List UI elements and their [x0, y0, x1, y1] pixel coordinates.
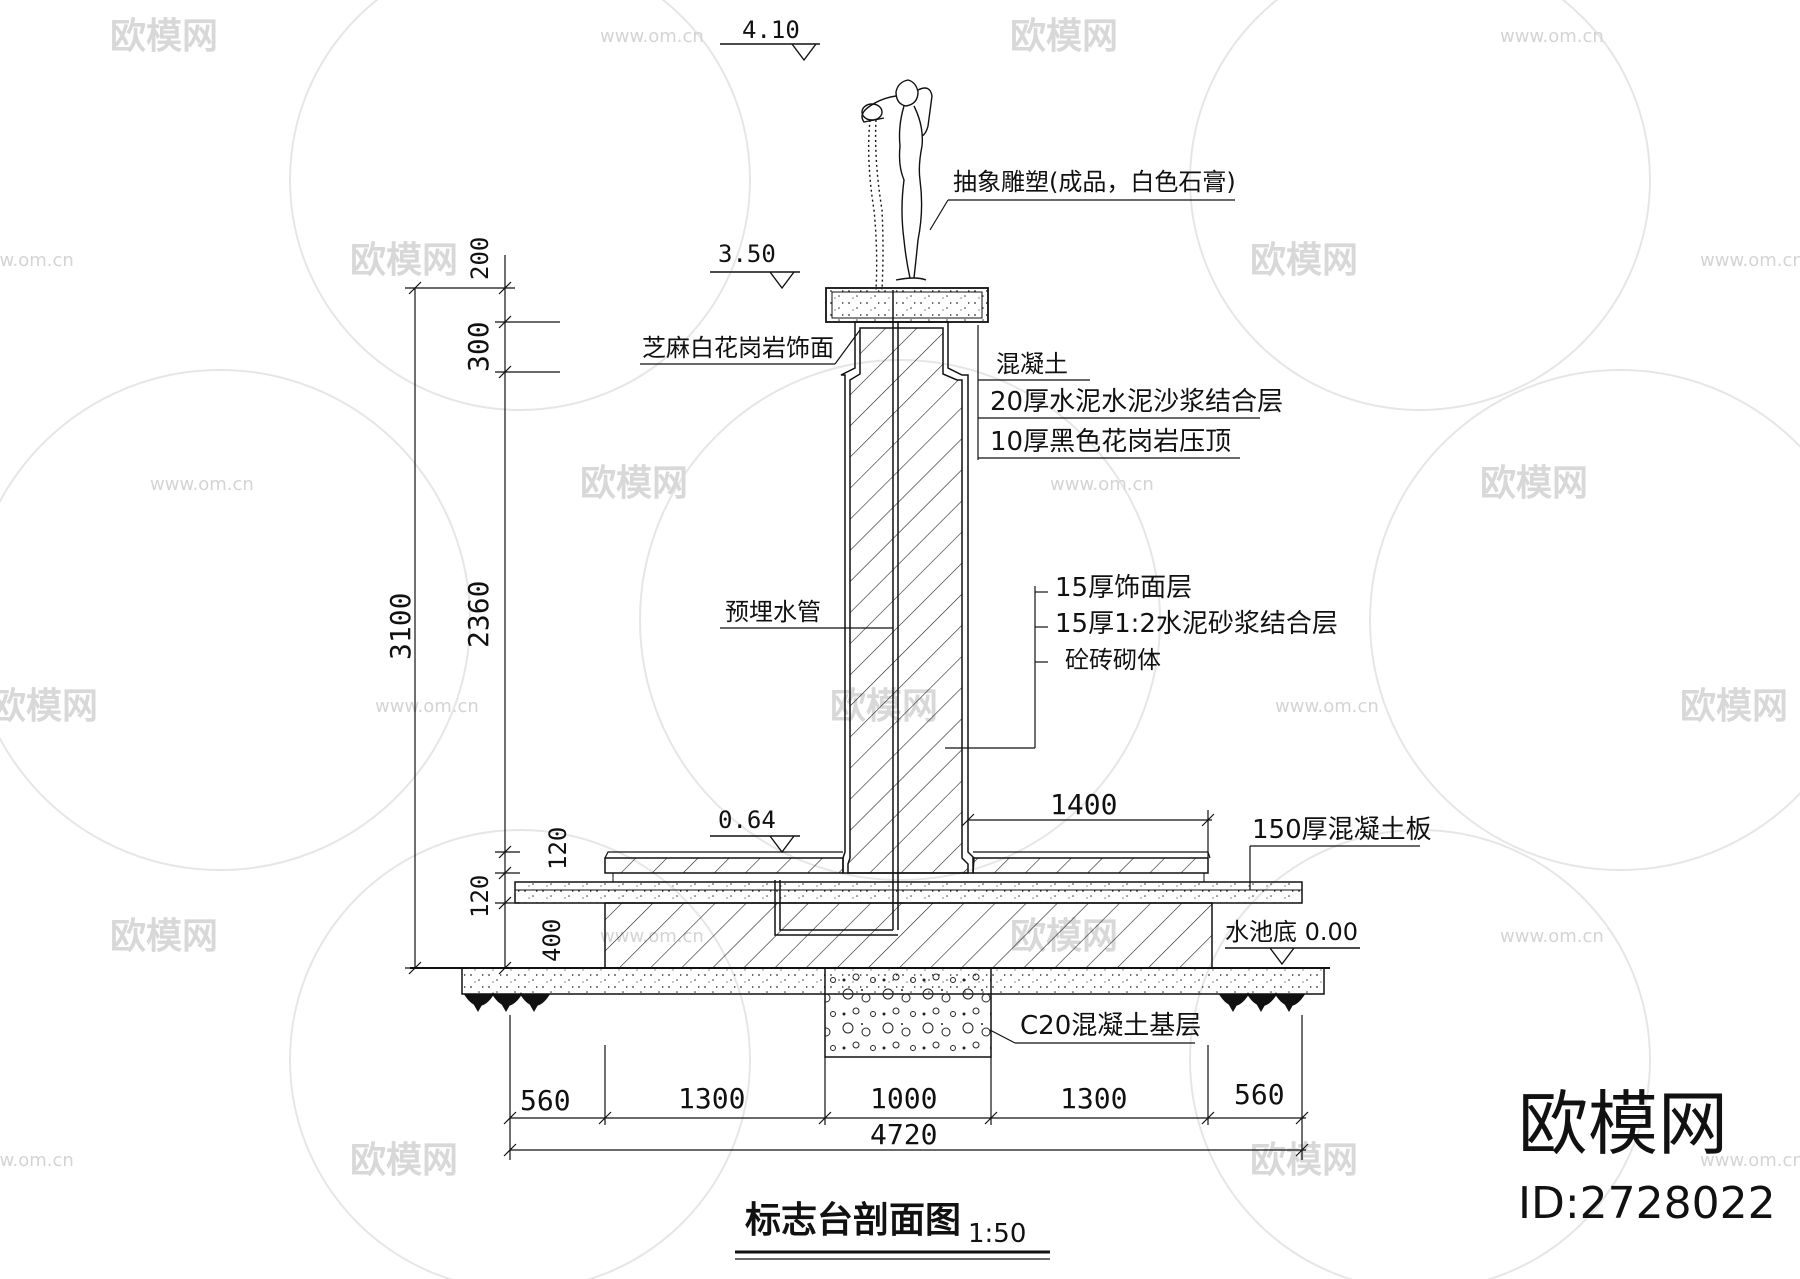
- title-text: 标志台剖面图: [745, 1200, 961, 1241]
- watermark-url: www.om.cn: [150, 474, 254, 495]
- dim-1300-left: 1300: [678, 1082, 745, 1115]
- watermark-url: www.om.cn: [1500, 26, 1604, 47]
- dim-120-step: 120: [544, 827, 572, 870]
- pool-base: [514, 851, 1303, 969]
- level-top: 4.10: [742, 16, 800, 44]
- label-slab-150: 150厚混凝土板: [1252, 815, 1432, 845]
- watermark-logo: 欧模网: [1680, 686, 1788, 727]
- brand-id: ID:2728022: [1518, 1178, 1776, 1229]
- dim-400: 400: [538, 919, 566, 962]
- hatched-base-slab: [604, 902, 1213, 969]
- watermark-logo: 欧模网: [1250, 240, 1358, 281]
- dimension-lines: [405, 255, 1309, 1160]
- title-scale: 1:50: [968, 1219, 1026, 1249]
- dim-120-slab: 120: [466, 875, 494, 918]
- label-mortar-20: 20厚水泥水泥沙浆结合层: [990, 387, 1283, 417]
- cap-stone: [825, 287, 989, 323]
- label-base-c20: C20混凝土基层: [1020, 1011, 1201, 1041]
- watermark-logo: 欧模网: [110, 16, 218, 57]
- dim-1300-right: 1300: [1060, 1082, 1127, 1115]
- watermark-logo: 欧模网: [580, 463, 688, 504]
- label-black-granite: 10厚黑色花岗岩压顶: [990, 427, 1231, 457]
- leaders: [640, 199, 1420, 1044]
- dim-1400: 1400: [1050, 788, 1117, 821]
- dim-4720: 4720: [870, 1118, 937, 1151]
- gravel-footing: [824, 967, 992, 1058]
- watermark-url: www.om.cn: [375, 696, 479, 717]
- watermark-logo: 欧模网: [0, 686, 98, 727]
- watermark-url: www.om.cn: [1050, 474, 1154, 495]
- label-brick: 砼砖砌体: [1065, 646, 1161, 674]
- sculpture-figure: [861, 79, 933, 291]
- watermark-url: www.om.cn: [0, 250, 74, 271]
- level-cap: 3.50: [718, 240, 776, 268]
- soil-symbol-left: [464, 992, 550, 1013]
- concrete-slab-150: [514, 881, 1303, 904]
- level-markers: [710, 43, 1360, 966]
- label-granite-face: 芝麻白花岗岩饰面: [642, 334, 834, 362]
- drawing-title: 标志台剖面图 1:50: [735, 1200, 1050, 1260]
- watermark-url: www.om.cn: [1700, 1150, 1800, 1171]
- label-sculpture: 抽象雕塑(成品，白色石膏): [953, 168, 1236, 196]
- brick-masonry: [847, 327, 969, 874]
- watermark-logo: 欧模网: [1010, 16, 1118, 57]
- watermark-logo: 欧模网: [1250, 1140, 1358, 1181]
- dim-1000: 1000: [870, 1082, 937, 1115]
- label-mortar-15: 15厚1:2水泥砂浆结合层: [1055, 609, 1338, 639]
- level-pool-bottom: 水池底 0.00: [1225, 918, 1358, 946]
- brand-logo-text: 欧模网: [1518, 1083, 1728, 1165]
- label-finish-15: 15厚饰面层: [1055, 573, 1192, 603]
- level-step: 0.64: [718, 806, 776, 834]
- dim-300: 300: [462, 321, 495, 372]
- watermark-url: www.om.cn: [0, 1150, 74, 1171]
- brand-corner: 欧模网 ID:2728022: [1518, 1083, 1776, 1229]
- label-water-pipe: 预埋水管: [725, 598, 821, 626]
- watermark-logo: 欧模网: [350, 240, 458, 281]
- watermark-url: www.om.cn: [1500, 926, 1604, 947]
- watermark-url: www.om.cn: [1700, 250, 1800, 271]
- column: [774, 287, 989, 936]
- watermark-logo: 欧模网: [1480, 463, 1588, 504]
- dim-560-right: 560: [1234, 1078, 1285, 1111]
- watermark-logo: 欧模网: [350, 1140, 458, 1181]
- watermark-url: www.om.cn: [1275, 696, 1379, 717]
- dim-560-left: 560: [520, 1084, 571, 1117]
- dim-2360: 2360: [462, 581, 495, 648]
- dim-200: 200: [466, 237, 494, 280]
- watermark-logo: 欧模网: [110, 916, 218, 957]
- soil-symbol-right: [1219, 992, 1305, 1013]
- dim-total-height: 3100: [384, 593, 417, 660]
- label-concrete: 混凝土: [996, 350, 1068, 378]
- watermark-url: www.om.cn: [600, 26, 704, 47]
